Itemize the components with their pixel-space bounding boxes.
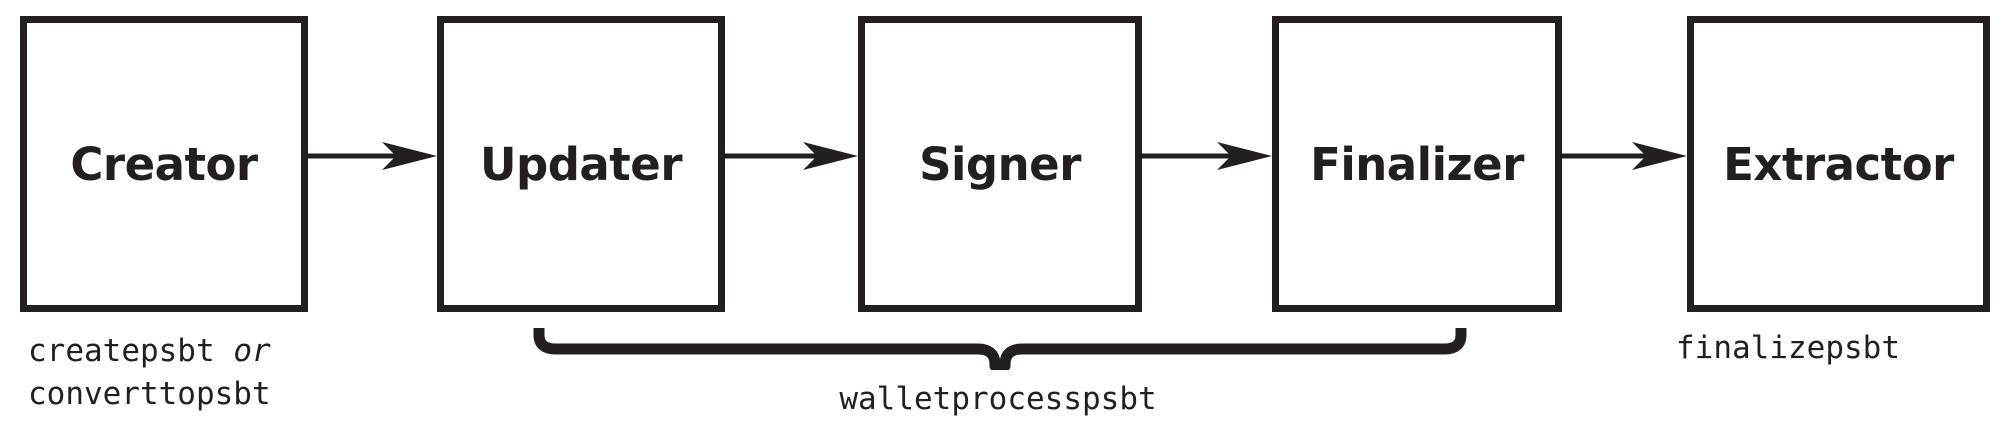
arrow-finalizer-to-extractor [1562, 142, 1687, 170]
annotation-extractor-command: finalizepsbt [1588, 327, 1988, 370]
annotation-walletprocesspsbt: walletprocesspsbt [698, 378, 1298, 421]
stage-box-creator: Creator [20, 16, 308, 312]
stage-box-updater: Updater [437, 16, 725, 312]
annotation-creator-line1: createpsbt or [28, 330, 428, 373]
annotation-creator-commands: createpsbt or converttopsbt [28, 330, 428, 416]
stage-box-signer: Signer [858, 16, 1142, 312]
stage-label-extractor: Extractor [1723, 137, 1954, 191]
command-finalizepsbt: finalizepsbt [1676, 330, 1900, 366]
command-walletprocesspsbt: walletprocesspsbt [839, 381, 1157, 417]
conjunction-or: or [233, 333, 271, 369]
stage-label-finalizer: Finalizer [1310, 137, 1524, 191]
stage-box-extractor: Extractor [1687, 16, 1990, 312]
stage-label-updater: Updater [479, 137, 683, 191]
arrow-signer-to-finalizer [1142, 142, 1272, 170]
stage-label-signer: Signer [919, 137, 1081, 191]
annotation-creator-line2: converttopsbt [28, 373, 428, 416]
stage-box-finalizer: Finalizer [1272, 16, 1562, 312]
command-createpsbt: createpsbt [28, 333, 215, 369]
command-converttopsbt: converttopsbt [28, 376, 271, 412]
arrow-creator-to-updater [308, 142, 437, 170]
arrow-updater-to-signer [725, 142, 858, 170]
stage-label-creator: Creator [70, 137, 258, 191]
grouping-brace-walletprocesspsbt [533, 328, 1467, 370]
